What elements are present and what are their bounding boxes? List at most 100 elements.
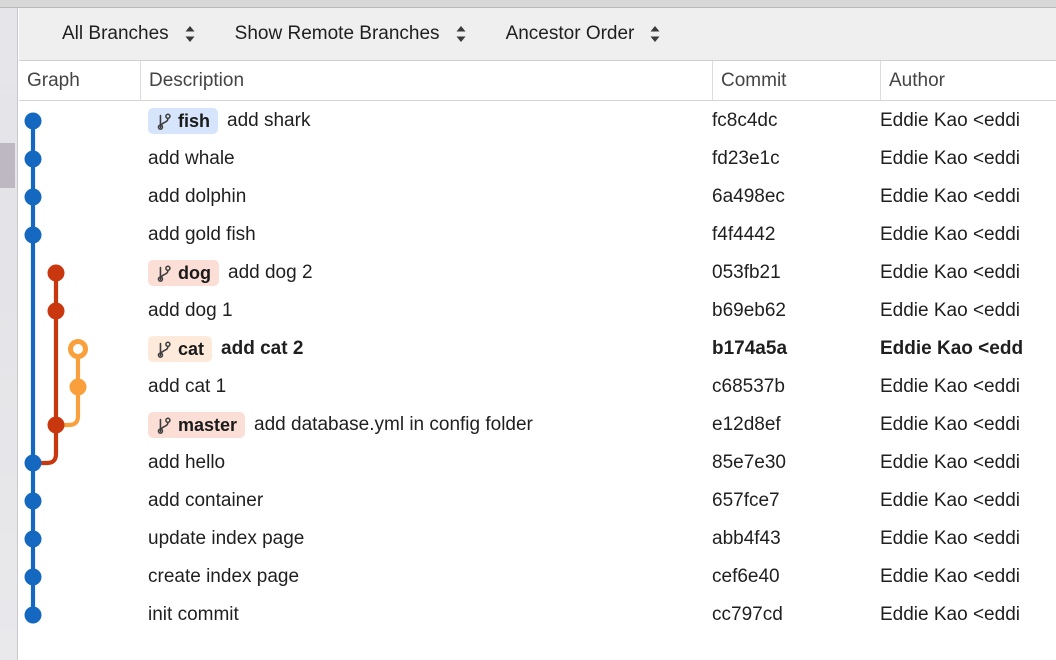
git-branch-icon bbox=[156, 417, 173, 434]
branch-badge-dog[interactable]: dog bbox=[148, 260, 219, 286]
commit-description-cell: add dolphin bbox=[140, 178, 712, 216]
commit-hash: cef6e40 bbox=[712, 566, 780, 587]
commit-message: add container bbox=[148, 490, 264, 511]
table-column-header: Graph Description Commit Author bbox=[19, 60, 1056, 101]
commit-hash: 657fce7 bbox=[712, 490, 780, 511]
commit-hash: b174a5a bbox=[712, 338, 788, 359]
commit-graph-cell bbox=[19, 444, 140, 482]
commit-row[interactable]: add dog 1 b69eb62 Eddie Kao <eddi bbox=[19, 292, 1056, 330]
column-header-description[interactable]: Description bbox=[140, 60, 712, 101]
commit-message: add dog 1 bbox=[148, 300, 233, 321]
commit-graph-cell bbox=[19, 292, 140, 330]
commit-graph-cell bbox=[19, 596, 140, 634]
commit-hash: 85e7e30 bbox=[712, 452, 786, 473]
commit-description-cell: master add database.yml in config folder bbox=[140, 406, 712, 444]
commit-graph-cell bbox=[19, 102, 140, 140]
commit-description-cell: add container bbox=[140, 482, 712, 520]
sort-order-label: Ancestor Order bbox=[505, 23, 635, 44]
commit-graph-cell bbox=[19, 254, 140, 292]
chevron-updown-icon bbox=[454, 23, 468, 45]
commit-description-cell: init commit bbox=[140, 596, 712, 634]
commit-hash: 6a498ec bbox=[712, 186, 785, 207]
commit-author: Eddie Kao <eddi bbox=[880, 262, 1020, 283]
commit-author: Eddie Kao <edd bbox=[880, 338, 1024, 359]
commit-message: add whale bbox=[148, 148, 235, 169]
commit-hash: cc797cd bbox=[712, 604, 783, 625]
column-header-graph[interactable]: Graph bbox=[27, 69, 80, 91]
branch-badge-fish[interactable]: fish bbox=[148, 108, 219, 134]
commit-description-cell: cat add cat 2 bbox=[140, 330, 712, 368]
commit-description-cell: add gold fish bbox=[140, 216, 712, 254]
commit-description-cell: dog add dog 2 bbox=[140, 254, 712, 292]
commit-hash: e12d8ef bbox=[712, 414, 781, 435]
commit-message: add database.yml in config folder bbox=[254, 414, 533, 435]
commit-graph-cell bbox=[19, 406, 140, 444]
commit-row[interactable]: cat add cat 2 b174a5a Eddie Kao <edd bbox=[19, 330, 1056, 368]
commit-description-cell: add whale bbox=[140, 140, 712, 178]
branch-badge-master[interactable]: master bbox=[148, 412, 246, 438]
branch-badge-label: master bbox=[178, 414, 238, 435]
git-branch-icon bbox=[156, 265, 173, 282]
column-header-author[interactable]: Author bbox=[880, 60, 1056, 101]
column-header-commit[interactable]: Commit bbox=[712, 60, 880, 101]
commit-description-cell: create index page bbox=[140, 558, 712, 596]
filter-toolbar: All Branches Show Remote Branches Ancest… bbox=[19, 8, 1056, 61]
sidebar-selection-indicator[interactable] bbox=[0, 143, 15, 188]
commit-row[interactable]: add dolphin 6a498ec Eddie Kao <eddi bbox=[19, 178, 1056, 216]
commit-row[interactable]: update index page abb4f43 Eddie Kao <eddi bbox=[19, 520, 1056, 558]
commit-message: add dolphin bbox=[148, 186, 247, 207]
commit-graph-cell bbox=[19, 178, 140, 216]
commit-author: Eddie Kao <eddi bbox=[880, 490, 1020, 511]
commit-author: Eddie Kao <eddi bbox=[880, 300, 1020, 321]
commit-row[interactable]: add container 657fce7 Eddie Kao <eddi bbox=[19, 482, 1056, 520]
commit-row[interactable]: master add database.yml in config folder e… bbox=[19, 406, 1056, 444]
branch-badge-label: fish bbox=[178, 110, 211, 131]
commit-author: Eddie Kao <eddi bbox=[880, 186, 1020, 207]
branch-filter-label: All Branches bbox=[62, 23, 169, 44]
chevron-updown-icon bbox=[648, 23, 662, 45]
commit-author: Eddie Kao <eddi bbox=[880, 528, 1020, 549]
remote-branch-filter-dropdown[interactable]: Show Remote Branches bbox=[225, 17, 474, 51]
commit-message: add gold fish bbox=[148, 224, 256, 245]
remote-branch-filter-label: Show Remote Branches bbox=[234, 23, 440, 44]
commit-row[interactable]: init commit cc797cd Eddie Kao <eddi bbox=[19, 596, 1056, 634]
sidebar-rail[interactable] bbox=[0, 8, 18, 660]
commit-hash: b69eb62 bbox=[712, 300, 786, 321]
commit-hash: abb4f43 bbox=[712, 528, 781, 549]
commit-message: init commit bbox=[148, 604, 239, 625]
commit-description-cell: update index page bbox=[140, 520, 712, 558]
commit-graph-cell bbox=[19, 216, 140, 254]
commit-message: create index page bbox=[148, 566, 300, 587]
commit-author: Eddie Kao <eddi bbox=[880, 224, 1020, 245]
git-branch-icon bbox=[156, 341, 173, 358]
commit-author: Eddie Kao <eddi bbox=[880, 110, 1020, 131]
commit-graph-cell bbox=[19, 140, 140, 178]
commit-message: update index page bbox=[148, 528, 305, 549]
branch-filter-dropdown[interactable]: All Branches bbox=[52, 17, 203, 51]
commit-author: Eddie Kao <eddi bbox=[880, 604, 1020, 625]
commit-hash: c68537b bbox=[712, 376, 785, 397]
commit-message: add cat 2 bbox=[221, 338, 304, 359]
commit-author: Eddie Kao <eddi bbox=[880, 376, 1020, 397]
commit-author: Eddie Kao <eddi bbox=[880, 452, 1020, 473]
commit-hash: fc8c4dc bbox=[712, 110, 778, 131]
commit-description-cell: add cat 1 bbox=[140, 368, 712, 406]
commit-graph-cell bbox=[19, 520, 140, 558]
commit-hash: fd23e1c bbox=[712, 148, 780, 169]
sort-order-dropdown[interactable]: Ancestor Order bbox=[496, 17, 669, 51]
commit-message: add dog 2 bbox=[228, 262, 313, 283]
commit-graph-cell bbox=[19, 330, 140, 368]
chevron-updown-icon bbox=[183, 23, 197, 45]
branch-badge-cat[interactable]: cat bbox=[148, 336, 213, 362]
commit-graph-cell bbox=[19, 368, 140, 406]
